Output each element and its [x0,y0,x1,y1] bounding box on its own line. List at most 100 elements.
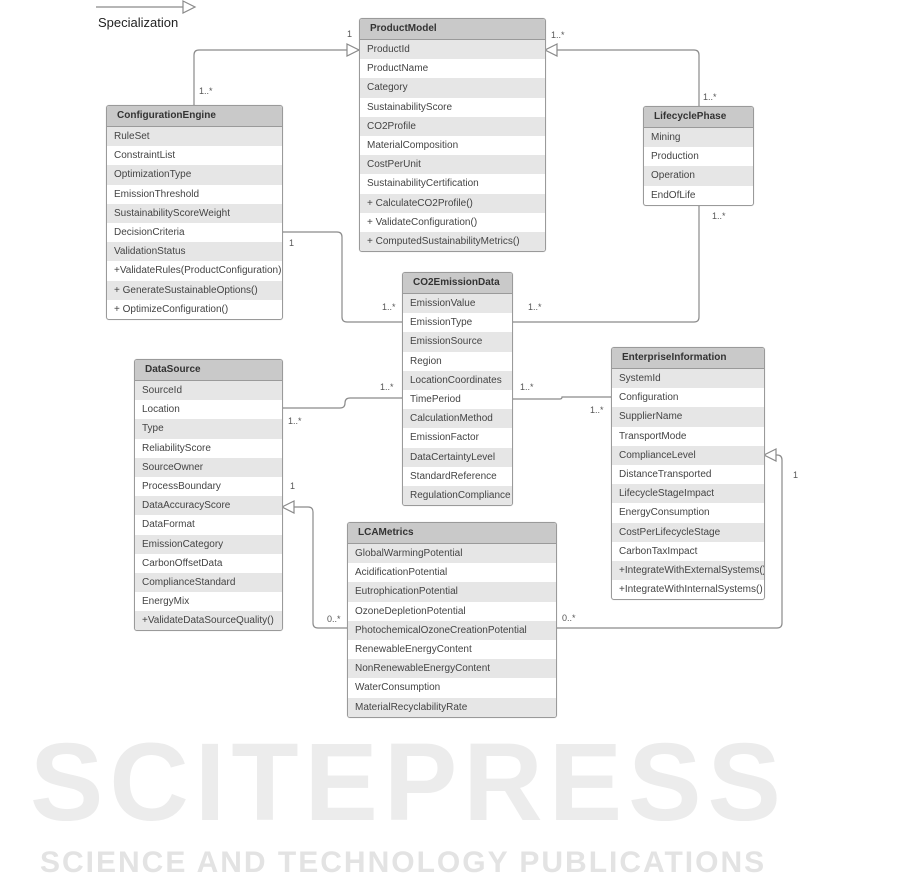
co2-to-enterprise [512,396,611,400]
multiplicity: 1..* [520,382,534,392]
class-attribute: SustainabilityScore [367,101,453,113]
class-attribute: DataAccuracyScore [135,496,282,516]
class-attribute: ConstraintList [114,150,176,162]
class-attribute: LocationCoordinates [403,370,512,390]
class-attribute: CarbonTaxImpact [619,545,698,557]
multiplicity: 0..* [562,613,576,623]
class-method: +IntegrateWithExternalSystems() [612,560,764,581]
class-attribute: SustainabilityCertification [367,178,479,190]
multiplicity: 1..* [551,30,565,40]
class-method: + CalculateCO2Profile() [360,193,545,213]
lca-to-enterprise [556,454,783,629]
class-attribute: SourceId [135,381,282,401]
class-attribute: MaterialRecyclabilityRate [348,697,556,717]
generalization-arrowhead [280,500,295,514]
lifecycle-phase-to-product-model [557,49,700,106]
class-attribute: Category [360,78,545,98]
class-attribute: DataCertaintyLevel [403,447,512,467]
class-attribute: ProcessBoundary [142,480,221,492]
config-engine-to-product-model [193,49,347,105]
class-method: + ComputedSustainabilityMetrics() [360,231,545,252]
class-attribute: EmissionCategory [135,534,282,554]
legend-label: Specialization [98,15,179,30]
multiplicity: 1..* [703,92,717,102]
class-attribute: DistanceTransported [619,468,712,480]
multiplicity: 1 [289,238,295,248]
class-name: LCAMetrics [348,523,556,544]
class-attribute: ComplianceLevel [612,445,764,465]
class-attribute: SystemId [612,369,764,389]
multiplicity: 1 [347,29,353,39]
multiplicity: 1..* [288,416,302,426]
class-attribute: LifecycleStageImpact [612,484,764,504]
class-name: ProductModel [360,19,545,40]
class-attribute: Type [135,419,282,439]
class-attribute: ReliabilityScore [142,442,211,454]
class-attribute: DataFormat [142,519,195,531]
class-attribute: Location [142,404,180,416]
watermark-logo: SCITEPRESS [30,721,787,844]
class-attribute: Configuration [619,392,679,404]
class-name: CO2EmissionData [403,273,512,294]
class-attribute: MaterialComposition [367,139,459,151]
class-name: DataSource [135,360,282,381]
class-method: +ValidateRules(ProductConfiguration) [114,265,282,277]
class-attribute: CarbonOffsetData [142,557,223,569]
class-method: + ValidateConfiguration() [367,216,478,228]
multiplicity: 1..* [380,382,394,392]
class-attribute: OptimizationType [107,165,282,185]
lca-to-data-source [294,506,347,629]
multiplicity: 1..* [382,302,396,312]
co2-to-lifecycle-phase [512,204,700,323]
class-attribute: NonRenewableEnergyContent [348,659,556,679]
class-attribute: StandardReference [410,470,497,482]
class-method: +ValidateDataSourceQuality() [135,611,282,631]
multiplicity: 1..* [590,405,604,415]
class-attribute: ProductName [367,63,429,75]
class-name: LifecyclePhase [644,107,753,128]
multiplicity: 1 [793,470,799,480]
legend-specialization-arrow [96,0,197,14]
class-name: ConfigurationEngine [107,106,282,127]
class-method: + GenerateSustainableOptions() [107,280,282,300]
class-attribute: EmissionThreshold [114,188,200,200]
class-attribute: OzoneDepletionPotential [355,605,466,617]
class-attribute: EmissionFactor [410,432,479,444]
multiplicity: 1..* [199,86,213,96]
class-attribute: EmissionType [410,317,473,329]
multiplicity: 0..* [327,614,341,624]
generalization-arrowhead [346,43,361,57]
multiplicity: 1..* [712,211,726,221]
class-attribute: RegulationCompliance [403,485,512,506]
config-engine-to-co2 [282,231,402,323]
multiplicity: 1 [290,481,296,491]
class-attribute: PhotochemicalOzoneCreationPotential [348,620,556,640]
class-attribute: ValidationStatus [107,242,282,262]
class-attribute: ComplianceStandard [135,572,282,593]
class-attribute: CostPerLifecycleStage [612,522,764,542]
data-source-to-co2 [282,397,402,409]
class-attribute: SustainabilityScoreWeight [107,203,282,223]
watermark-subtitle: SCIENCE AND TECHNOLOGY PUBLICATIONS [40,846,767,879]
class-attribute: EnergyConsumption [619,507,710,519]
generalization-arrowhead [762,448,777,462]
class-attribute: EutrophicationPotential [348,582,556,602]
class-attribute: RuleSet [107,127,282,147]
class-attribute: Operation [644,166,753,186]
class-attribute: WaterConsumption [355,682,441,694]
